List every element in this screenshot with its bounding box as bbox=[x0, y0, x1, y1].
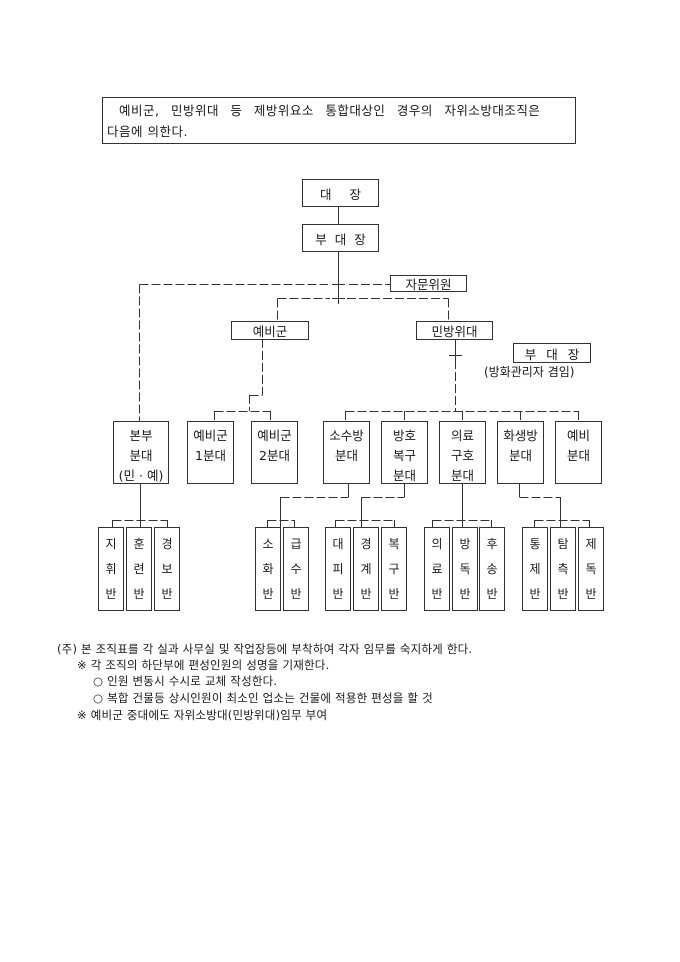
squad-label-line: 1분대 bbox=[195, 448, 226, 463]
team-label-char: 반 bbox=[459, 587, 471, 601]
team-label-char: 피 bbox=[332, 562, 344, 576]
footnote-main: (주) 본 조직표를 각 실과 사무실 및 작업장등에 부착하여 각자 임무를 … bbox=[57, 642, 473, 656]
team-label-char: 방 bbox=[459, 537, 471, 551]
notice-line-2: 다음에 의한다. bbox=[107, 124, 188, 139]
team-label-char: 반 bbox=[290, 587, 302, 601]
squad-label-line: 분대 bbox=[334, 448, 358, 463]
squad-box: 예비군 1분대 bbox=[187, 421, 234, 484]
squad-box: 예비군 2분대 bbox=[251, 421, 298, 484]
squad-label-line: 분대 bbox=[450, 468, 474, 483]
team-label-char: 통 bbox=[529, 537, 541, 551]
squad-label-line: 소수방 bbox=[329, 428, 364, 443]
civil-defense-box: 민방위대 bbox=[416, 321, 493, 340]
team-label-char: 대 bbox=[332, 537, 344, 551]
team-label-char: 후 bbox=[486, 537, 498, 551]
team-label-char: 반 bbox=[431, 587, 443, 601]
squad-label-line: 방호 bbox=[392, 428, 416, 443]
team-label-char: 측 bbox=[557, 562, 569, 576]
team-label-char: 반 bbox=[557, 587, 569, 601]
team-label-char: 반 bbox=[262, 587, 274, 601]
civil-vice-note: (방화관리자 겸임) bbox=[484, 365, 575, 379]
notice-box: 예비군, 민방위대 등 제방위요소 통합대상인 경우의 자위소방대조직은 다음에… bbox=[102, 97, 576, 144]
team-label-char: 경 bbox=[161, 537, 173, 551]
footnote-item: ※ 예비군 중대에도 자위소방대(민방위대)임무 부여 bbox=[77, 708, 328, 722]
vice-commander-box: 부 대 장 bbox=[302, 224, 379, 252]
team-label-char: 소 bbox=[262, 537, 274, 551]
team-label-char: 반 bbox=[360, 587, 372, 601]
team-label-char: 의 bbox=[431, 537, 443, 551]
team-label-char: 반 bbox=[486, 587, 498, 601]
team-label-char: 반 bbox=[529, 587, 541, 601]
team-label-char: 화 bbox=[262, 562, 274, 576]
squad-label-line: 구호 bbox=[450, 448, 474, 463]
squad-label-line: (민 · 예) bbox=[118, 468, 164, 483]
team-label-char: 경 bbox=[360, 537, 372, 551]
team-label-char: 탐 bbox=[557, 537, 569, 551]
squad-label-line: 복구 bbox=[392, 448, 416, 463]
team-label-char: 구 bbox=[388, 562, 400, 576]
team-label-char: 복 bbox=[388, 537, 400, 551]
commander-box: 대 장 bbox=[302, 179, 379, 207]
team-label-char: 반 bbox=[332, 587, 344, 601]
team-label-char: 반 bbox=[161, 587, 173, 601]
civil-vice-commander-box: 부 대 장 bbox=[513, 343, 591, 363]
team-label-char: 반 bbox=[105, 587, 117, 601]
squad-label-line: 분대 bbox=[392, 468, 416, 483]
squad-label-line: 예비 bbox=[566, 428, 590, 443]
squad-label-line: 예비군 bbox=[193, 428, 228, 443]
team-label-char: 수 bbox=[290, 562, 302, 576]
team-label-char: 보 bbox=[161, 562, 173, 576]
team-label-char: 송 bbox=[486, 562, 498, 576]
squad-label-line: 화생방 bbox=[503, 428, 538, 443]
team-label-char: 련 bbox=[133, 562, 145, 576]
team-label-char: 독 bbox=[459, 562, 471, 576]
squad-label-line: 분대 bbox=[129, 448, 153, 463]
team-label-char: 료 bbox=[431, 562, 443, 576]
squad-label-line: 예비군 bbox=[257, 428, 292, 443]
team-label-char: 반 bbox=[585, 587, 597, 601]
team-label-char: 제 bbox=[529, 562, 541, 576]
footnote-subitem: ○ 인원 변동시 수시로 교체 작성한다. bbox=[93, 674, 278, 688]
team-label-char: 반 bbox=[133, 587, 145, 601]
team-label-char: 제 bbox=[585, 537, 597, 551]
team-label-char: 급 bbox=[290, 537, 302, 551]
squad-label-line: 2분대 bbox=[259, 448, 290, 463]
team-label-char: 반 bbox=[388, 587, 400, 601]
footnote-item: ※ 각 조직의 하단부에 편성인원의 성명을 기재한다. bbox=[77, 658, 330, 672]
team-label-char: 독 bbox=[585, 562, 597, 576]
team-label-char: 휘 bbox=[105, 562, 117, 576]
footnote-subitem: ○ 복합 건물등 상시인원이 최소인 업소는 건물에 적용한 편성을 할 것 bbox=[93, 691, 433, 705]
team-label-char: 훈 bbox=[133, 537, 145, 551]
reserve-forces-box: 예비군 bbox=[231, 321, 309, 340]
team-label-char: 지 bbox=[105, 537, 117, 551]
squad-label-line: 분대 bbox=[566, 448, 590, 463]
squad-label-line: 분대 bbox=[508, 448, 532, 463]
notice-line-1: 예비군, 민방위대 등 제방위요소 통합대상인 경우의 자위소방대조직은 bbox=[119, 103, 541, 118]
squad-label-line: 본부 bbox=[129, 428, 153, 443]
advisory-box: 자문위원 bbox=[390, 275, 467, 292]
squad-label-line: 의료 bbox=[450, 428, 474, 443]
team-label-char: 계 bbox=[360, 562, 372, 576]
